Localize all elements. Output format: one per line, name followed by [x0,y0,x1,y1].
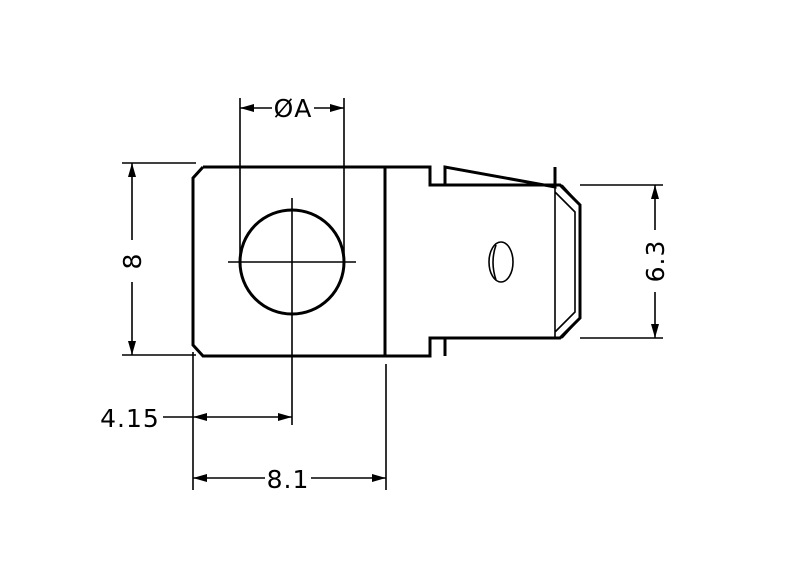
dim-81-label: 8.1 [267,465,310,494]
dim-a-arrow-right [330,104,344,112]
tab-dimple [488,241,514,283]
dim-8-label: 8 [118,253,147,270]
dim-63-label: 6.3 [641,240,670,283]
dim-8-arrow-bottom [128,341,136,355]
dim-81-arrow-right [372,474,386,482]
tab-end-bevel [554,184,581,339]
dim-81-arrow-left [193,474,207,482]
dim-a-label: ØA [274,94,313,123]
dim-415-arrow-right [278,413,292,421]
dim-8-arrow-top [128,163,136,177]
dim-63-arrow-bottom [651,324,659,338]
terminal-outline [191,165,447,358]
dim-415-label: 4.15 [100,404,160,433]
dim-415-arrow-left [193,413,207,421]
tab-dimple-inner [492,244,497,281]
dim-a-arrow-left [240,104,254,112]
dim-63-arrow-top [651,185,659,199]
tab-outline [445,183,582,340]
